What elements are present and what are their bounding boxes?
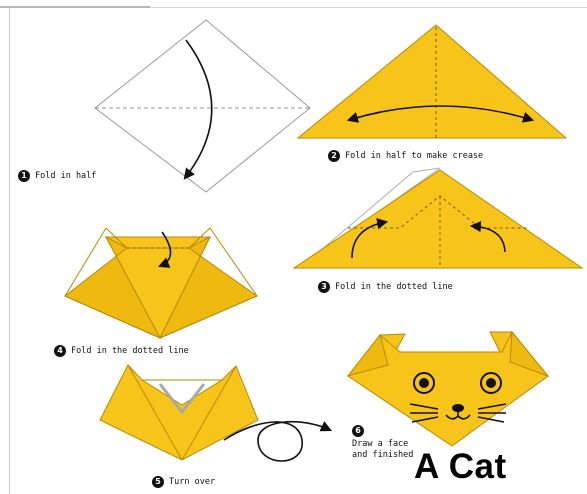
step4-caption: 4 Fold in the dotted line	[54, 345, 189, 357]
step-number-badge: 1	[18, 170, 30, 182]
step5-caption: 5 Turn over	[152, 476, 215, 488]
page-title: A Cat	[414, 448, 507, 486]
step-number-badge: 5	[152, 476, 164, 488]
step4-ears-paper	[65, 228, 257, 338]
step6-text-line2: and finished	[352, 450, 413, 461]
step2-triangle-paper	[298, 25, 566, 138]
step3-triangle-paper	[294, 168, 582, 268]
step-number-badge: 2	[328, 150, 340, 162]
cat-left-eye-icon	[414, 373, 434, 393]
step4-text: Fold in the dotted line	[71, 346, 189, 356]
step6-text-line1: Draw a face	[352, 439, 413, 450]
step1-caption: 1 Fold in half	[18, 170, 96, 182]
step-number-badge: 6	[352, 425, 364, 437]
step2-caption: 2 Fold in half to make crease	[328, 150, 483, 162]
step6-caption: 6 Draw a face and finished	[352, 425, 413, 461]
step3-caption: 3 Fold in the dotted line	[318, 281, 453, 293]
step1-text: Fold in half	[35, 171, 96, 181]
step-number-badge: 4	[54, 345, 66, 357]
cat-right-eye-icon	[481, 373, 501, 393]
step2-text: Fold in half to make crease	[345, 151, 483, 161]
step-number-badge: 3	[318, 281, 330, 293]
step5-text: Turn over	[169, 477, 215, 487]
step1-square-paper	[95, 20, 310, 192]
step3-text: Fold in the dotted line	[335, 282, 453, 292]
step5-head-paper	[100, 365, 258, 460]
